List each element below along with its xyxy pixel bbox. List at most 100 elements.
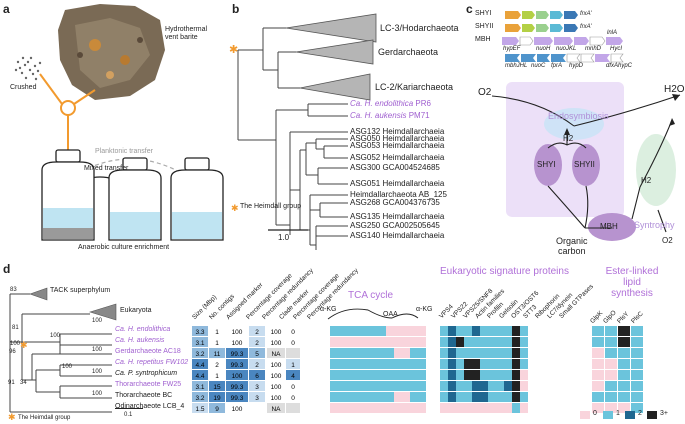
tca-cell — [338, 392, 346, 402]
lipid-cell — [618, 359, 630, 369]
taxon-row: ASG140 Heimdallarchaeia — [350, 231, 445, 240]
panel-label-b: b — [232, 2, 240, 16]
esp-cell — [480, 370, 488, 380]
mbh-node — [588, 213, 636, 241]
lipid-cell — [592, 403, 604, 413]
redund-cell — [249, 326, 265, 336]
esp-cell — [504, 326, 512, 336]
legend-label-0: 0 — [593, 410, 597, 417]
esp-cell — [480, 326, 488, 336]
lipid-cell — [605, 403, 617, 413]
genome-name: Gerdarchaeote AC18 — [115, 348, 181, 355]
contig-value: 1 — [215, 373, 219, 380]
tca-cell — [402, 370, 410, 380]
tca-cell — [370, 392, 378, 402]
legend-swatch-3 — [647, 411, 657, 419]
genome-name: Ca. H. repetitus FW102 — [115, 359, 189, 366]
legend-star-d-icon: ✱ — [8, 412, 16, 422]
esp-cell — [520, 370, 528, 380]
clade-cell — [267, 326, 285, 336]
lipid-cell — [605, 337, 617, 347]
bottle-1 — [41, 149, 95, 241]
h2-right-label: H2 — [641, 176, 652, 185]
clade-gerdarchaeota — [295, 39, 374, 65]
gene-hyci: HycI — [610, 46, 622, 52]
tca-cell — [346, 359, 354, 369]
genome-name: Thorarchaeote FW25 — [115, 381, 182, 388]
gene-lnla: lnlA — [607, 30, 618, 36]
tca-cell — [354, 370, 362, 380]
tca-cell — [362, 381, 370, 391]
assigned-value: 100 — [232, 329, 243, 336]
taxon-row: ASG050 Heimdallarchaeia — [350, 134, 445, 143]
clade-label-kariarchaeota: LC-2/Kariarchaeota — [375, 82, 454, 92]
esp-cell — [520, 359, 528, 369]
frxa-label-2: frxA' — [580, 24, 592, 30]
scale-bar-d — [115, 408, 143, 409]
mbh-label: MBH — [475, 36, 491, 43]
contig-cell — [209, 337, 225, 347]
esp-cell — [496, 348, 504, 358]
tca-cell — [362, 359, 370, 369]
bootstrap-100d: 100 — [92, 347, 103, 353]
redund-value: 3 — [255, 384, 259, 391]
esp-cell — [504, 392, 512, 402]
shyi-node-label: SHYI — [537, 160, 556, 169]
assigned-cell — [226, 381, 248, 391]
contig-cell — [209, 403, 225, 413]
bootstrap-81: 81 — [12, 325, 19, 331]
esp-cell — [512, 348, 520, 358]
tca-cell — [410, 381, 418, 391]
redund-value: 2 — [255, 362, 259, 369]
heimdall-star-d-icon: ✱ — [20, 340, 28, 350]
size-cell — [192, 381, 208, 391]
tca-akg-1: α-KG — [320, 306, 337, 313]
gene-mbhjhl: mbhJHL — [505, 63, 528, 69]
bottle-3 — [170, 157, 224, 241]
taxon-row: ASG132 Heimdallarchaeia — [350, 127, 445, 136]
cov2-cell — [286, 370, 300, 380]
tca-oaa: OAA — [383, 311, 398, 318]
esp-cell — [512, 326, 520, 336]
tca-cell — [394, 326, 402, 336]
scale-label-d: 0.1 — [124, 412, 133, 418]
redund-value: 5 — [255, 351, 259, 358]
esp-cell — [448, 337, 456, 347]
panel-label-c: c — [466, 2, 473, 16]
redund-cell — [249, 403, 265, 413]
size-value: 3.1 — [195, 340, 204, 347]
clade-cell — [267, 403, 285, 413]
esp-cell — [440, 348, 448, 358]
tca-cell — [378, 381, 386, 391]
redund-value: 3 — [255, 395, 259, 402]
contig-value: 1 — [215, 340, 219, 347]
tca-cell — [338, 337, 346, 347]
tca-cell — [394, 381, 402, 391]
tca-cell — [362, 326, 370, 336]
contig-cell — [209, 370, 225, 380]
clade-value: 100 — [271, 329, 282, 336]
tca-cell — [410, 337, 418, 347]
tca-cell — [386, 381, 394, 391]
tca-cell — [346, 337, 354, 347]
esp-cell — [480, 337, 488, 347]
cov2-cell — [286, 403, 300, 413]
tca-cell — [410, 326, 418, 336]
size-value: 4.4 — [195, 373, 204, 380]
redund-cell — [249, 370, 265, 380]
assigned-cell — [226, 392, 248, 402]
assigned-cell — [226, 370, 248, 380]
tca-cell — [418, 337, 426, 347]
tca-cell — [330, 337, 338, 347]
crushed-label: Crushed — [10, 84, 37, 91]
eukaryota-label: Eukaryota — [120, 307, 152, 314]
tca-cell — [418, 359, 426, 369]
h2o-label: H2O — [664, 84, 685, 95]
tca-cell — [362, 348, 370, 358]
esp-cell — [448, 403, 456, 413]
tca-cell — [330, 403, 338, 413]
tca-cell — [346, 348, 354, 358]
cov2-value: 4 — [291, 373, 295, 380]
legend-label-2: 2 — [638, 410, 642, 417]
esp-cell — [496, 381, 504, 391]
